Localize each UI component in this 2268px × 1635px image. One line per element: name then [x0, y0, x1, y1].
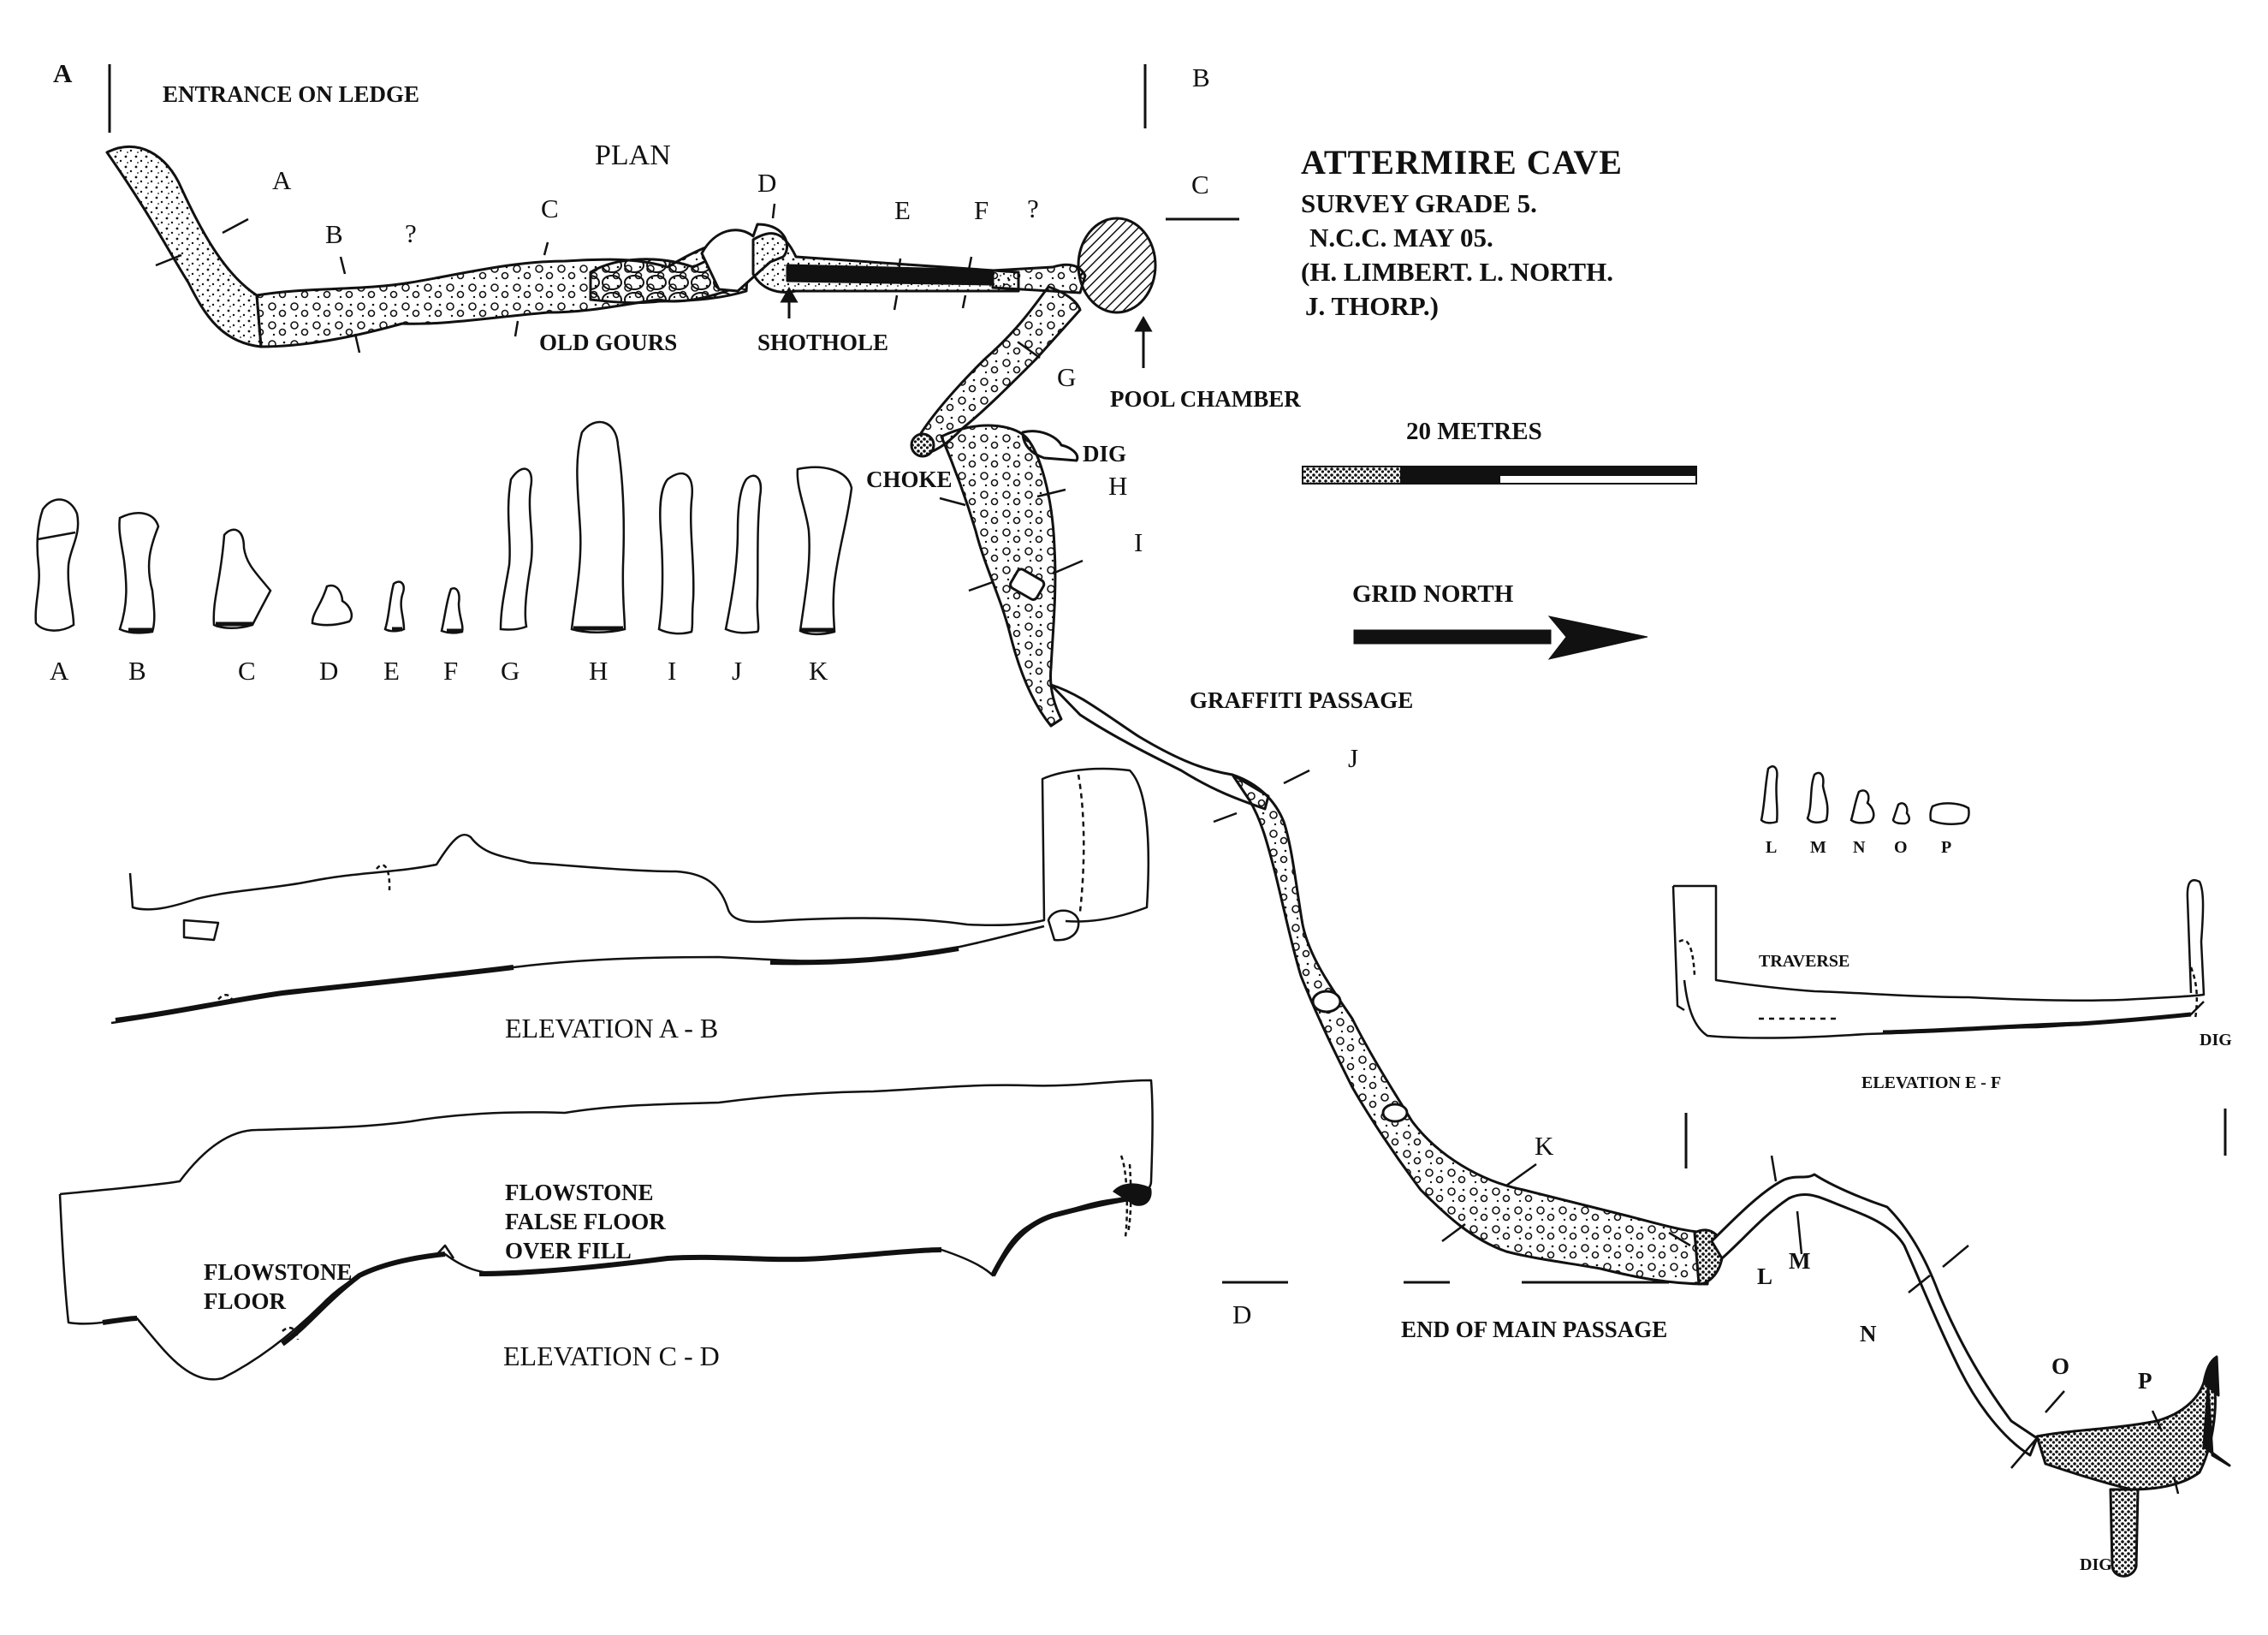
- elevation-cd-end-blob: [1113, 1183, 1152, 1206]
- marker-c: C: [541, 193, 559, 223]
- marker-a: A: [272, 165, 292, 195]
- flowstone-floor-label: FLOWSTONE FLOOR: [204, 1259, 353, 1314]
- entrance-label: ENTRANCE ON LEDGE: [163, 81, 420, 107]
- cross-section-ef-label: M: [1810, 838, 1826, 857]
- marker-h: H: [1108, 471, 1128, 501]
- pool-chamber-label: POOL CHAMBER: [1110, 386, 1301, 412]
- cross-section-floor-marks: [128, 621, 834, 633]
- marker-n: N: [1860, 1321, 1877, 1347]
- cross-section-ef-label: P: [1941, 838, 1952, 857]
- choke-label: CHOKE: [866, 467, 953, 492]
- false-floor-label: FLOWSTONE FALSE FLOOR OVER FILL: [505, 1180, 666, 1263]
- cross-sections-main: [34, 420, 853, 636]
- shothole-label: SHOTHOLE: [757, 330, 889, 355]
- question-mark-1: ?: [405, 218, 417, 248]
- dig-lower-label: DIG: [2080, 1555, 2112, 1574]
- elevation-end-d: D: [1232, 1299, 1252, 1329]
- cross-section-ef-label: L: [1766, 838, 1778, 857]
- marker-o: O: [2051, 1353, 2070, 1379]
- survey-title: ATTERMIRE CAVE: [1301, 143, 1623, 181]
- cross-section-label: B: [128, 656, 146, 686]
- dig-upper-label: DIG: [1083, 441, 1127, 467]
- graffiti-passage-label: GRAFFITI PASSAGE: [1190, 687, 1414, 713]
- marker-l: L: [1757, 1263, 1773, 1289]
- elevation-ab-floor: [115, 946, 959, 1023]
- elevation-end-a: A: [53, 58, 73, 88]
- elevation-ab-title: ELEVATION A - B: [505, 1013, 719, 1043]
- elevation-end-b: B: [1192, 62, 1210, 92]
- cross-section-label: C: [238, 656, 256, 686]
- plan-arrows: [780, 286, 1153, 368]
- survey-club-date: N.C.C. MAY 05.: [1309, 223, 1493, 253]
- plan-heading: PLAN: [595, 140, 671, 171]
- cross-sections-ef: [1760, 765, 1970, 826]
- cross-section-label: E: [383, 656, 400, 686]
- plan-section-lines: [155, 203, 2180, 1495]
- cross-section-ef-label: O: [1894, 838, 1908, 857]
- old-gours-label: OLD GOURS: [539, 330, 678, 355]
- elevation-cd-floor: [102, 1196, 1131, 1347]
- marker-f: F: [974, 195, 989, 225]
- marker-m: M: [1789, 1248, 1811, 1274]
- elevation-ab: [110, 767, 1150, 1025]
- marker-k: K: [1535, 1131, 1554, 1161]
- survey-surveyors-1: (H. LIMBERT. L. NORTH.: [1301, 257, 1613, 287]
- traverse-label: TRAVERSE: [1759, 952, 1850, 971]
- question-mark-2: ?: [1027, 193, 1039, 223]
- cross-section-label: I: [668, 656, 677, 686]
- cross-section-label: D: [319, 656, 339, 686]
- elevation-ef-floor: [1882, 1012, 2192, 1035]
- marker-e: E: [894, 195, 911, 225]
- marker-d: D: [757, 168, 777, 198]
- elevation-ef-dig-label: DIG: [2200, 1031, 2232, 1049]
- grid-north-label: GRID NORTH: [1352, 580, 1514, 608]
- elevation-end-c: C: [1191, 169, 1209, 199]
- plan-passages: [105, 145, 2231, 1578]
- survey-surveyors-2: J. THORP.): [1305, 291, 1439, 321]
- scale-bar: [1302, 466, 1697, 485]
- marker-j: J: [1348, 743, 1359, 773]
- cross-section-label: H: [589, 656, 609, 686]
- cross-section-label: A: [50, 656, 69, 686]
- cross-section-label: J: [732, 656, 743, 686]
- grid-north-arrow: [1353, 615, 1648, 660]
- end-main-passage-label: END OF MAIN PASSAGE: [1401, 1317, 1668, 1342]
- marker-g: G: [1057, 362, 1077, 392]
- survey-grade: SURVEY GRADE 5.: [1301, 188, 1537, 218]
- cross-section-label: F: [443, 656, 459, 686]
- elevation-ef: [1671, 878, 2206, 1039]
- cross-section-label: K: [809, 656, 828, 686]
- marker-b: B: [325, 219, 343, 249]
- cross-section-label: G: [501, 656, 520, 686]
- marker-p: P: [2138, 1368, 2152, 1394]
- cross-section-ef-label: N: [1853, 838, 1866, 857]
- elevation-ef-title: ELEVATION E - F: [1861, 1073, 2002, 1092]
- scale-label: 20 METRES: [1406, 418, 1542, 445]
- elevation-cd-title: ELEVATION C - D: [503, 1341, 720, 1371]
- marker-i: I: [1134, 527, 1143, 557]
- section-end-bars: [108, 64, 2227, 1284]
